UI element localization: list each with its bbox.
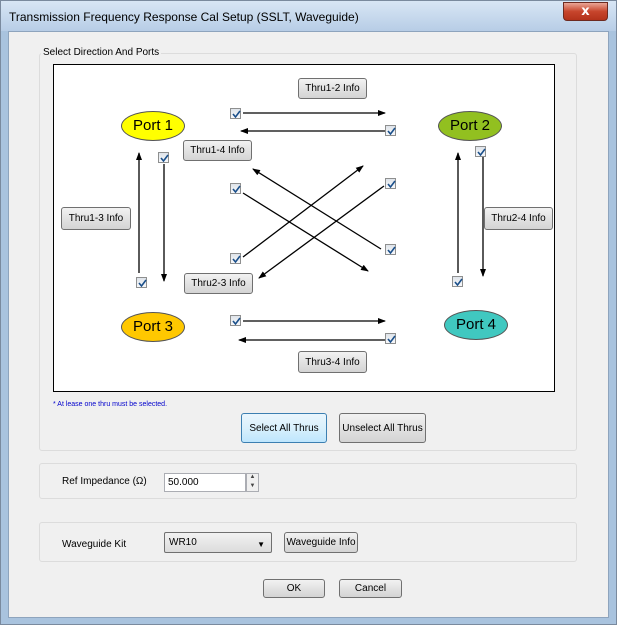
arrow-2-to-3 [258,185,385,279]
ok-button[interactable]: OK [263,579,325,598]
port-1: Port 1 [121,111,185,141]
checkmark-icon [160,154,169,163]
thru-2-3-info-button[interactable]: Thru2-3 Info [184,273,253,294]
direction-1-to-4-checkbox[interactable] [230,183,241,194]
thru-required-note: * At lease one thru must be selected. [53,401,168,408]
direction-3-to-1-checkbox[interactable] [136,277,147,288]
checkmark-icon [138,279,147,288]
waveguide-kit-select[interactable]: WR10 ▼ [164,532,272,553]
ref-impedance-label: Ref Impedance (Ω) [62,476,147,487]
ref-impedance-input[interactable]: 50.000 [164,473,246,492]
checkmark-icon [387,127,396,136]
spin-up-icon[interactable]: ▲ [249,474,256,480]
direction-ports-group-label: Select Direction And Ports [41,47,162,58]
direction-2-to-1-checkbox[interactable] [385,125,396,136]
checkmark-icon [387,180,396,189]
thru-1-2-info-button[interactable]: Thru1-2 Info [298,78,367,99]
waveguide-kit-label: Waveguide Kit [62,539,127,550]
direction-4-to-1-checkbox[interactable] [385,244,396,255]
cancel-button[interactable]: Cancel [339,579,402,598]
direction-ports-group [39,53,577,451]
port-3: Port 3 [121,312,185,342]
waveguide-info-button[interactable]: Waveguide Info [284,532,358,553]
direction-3-to-2-checkbox[interactable] [230,253,241,264]
dropdown-arrow-icon: ▼ [257,540,265,549]
direction-4-to-3-checkbox[interactable] [385,333,396,344]
checkmark-icon [232,317,241,326]
direction-1-to-2-checkbox[interactable] [230,108,241,119]
thru-2-4-info-button[interactable]: Thru2-4 Info [484,207,553,230]
direction-1-to-3-checkbox[interactable] [158,152,169,163]
direction-2-to-3-checkbox[interactable] [385,178,396,189]
close-icon: x [581,4,590,19]
arrow-4-to-1 [252,168,382,250]
thru-1-4-info-button[interactable]: Thru1-4 Info [183,140,252,161]
checkmark-icon [387,246,396,255]
direction-3-to-4-checkbox[interactable] [230,315,241,326]
unselect-all-thrus-button[interactable]: Unselect All Thrus [339,413,426,443]
waveguide-group [39,522,577,562]
impedance-group [39,463,577,499]
window-title: Transmission Frequency Response Cal Setu… [9,10,359,24]
checkmark-icon [232,185,241,194]
checkmark-icon [232,110,241,119]
checkmark-icon [232,255,241,264]
waveguide-kit-value: WR10 [169,537,197,548]
port-2: Port 2 [438,111,502,141]
checkmark-icon [387,335,396,344]
select-all-thrus-button[interactable]: Select All Thrus [241,413,327,443]
arrow-3-to-2 [242,165,364,258]
thru-1-3-info-button[interactable]: Thru1-3 Info [61,207,131,230]
spin-down-icon[interactable]: ▼ [249,482,256,489]
direction-2-to-4-checkbox[interactable] [475,146,486,157]
checkmark-icon [454,278,463,287]
checkmark-icon [477,148,486,157]
ref-impedance-spinner[interactable]: ▲ ▼ [246,473,259,492]
close-button[interactable]: x [563,2,608,21]
title-bar[interactable]: Transmission Frequency Response Cal Setu… [1,1,616,31]
direction-4-to-2-checkbox[interactable] [452,276,463,287]
thru-3-4-info-button[interactable]: Thru3-4 Info [298,351,367,373]
arrow-1-to-4 [242,192,369,272]
port-4: Port 4 [444,310,508,340]
